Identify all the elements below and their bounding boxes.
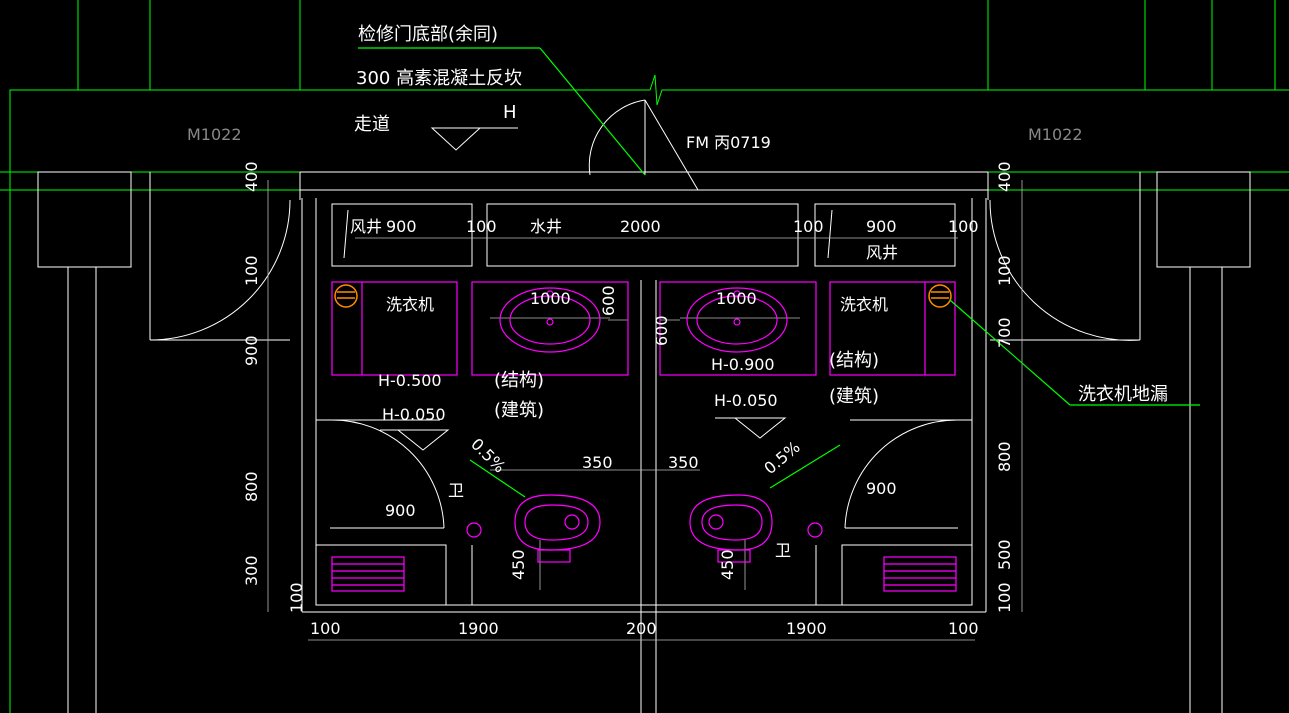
toilet-offset-right: 350: [668, 453, 699, 472]
dim-left-3: 900: [242, 335, 261, 366]
water-shaft-dim: 2000: [620, 217, 661, 236]
washer-left: [331, 281, 458, 376]
room-tag-right: 卫: [775, 541, 791, 560]
toilet-offset-left: 350: [582, 453, 613, 472]
basin-left-dim: 1000: [530, 289, 571, 308]
squat-toilet-left: [514, 494, 601, 563]
dim-bottom-5: 100: [948, 619, 979, 638]
struct-label-right: (结构): [829, 350, 879, 371]
level-arch-right: H-0.050: [714, 391, 778, 410]
arch-label-left: (建筑): [494, 400, 544, 421]
floor-drain-right: [928, 284, 952, 308]
dim-left-4: 800: [242, 471, 261, 502]
washer-right: [829, 281, 956, 376]
basin-left: [471, 281, 629, 376]
fire-door-tag: FM 丙0719: [686, 133, 771, 152]
struct-label-left: (结构): [494, 370, 544, 391]
dim-bottom-4: 1900: [786, 619, 827, 638]
floor-drain-left: [334, 284, 358, 308]
basin-right: [659, 281, 817, 376]
note-inspection-door: 检修门底部(余同): [358, 24, 498, 45]
shaft-left-dim: 900: [386, 217, 417, 236]
note-concrete-curb: 300 高素混凝土反坎: [356, 68, 522, 89]
basin-left-depth: 600: [599, 285, 618, 316]
dim-bottom-3: 200: [626, 619, 657, 638]
dim-right-3: 700: [995, 317, 1014, 348]
dim-right-4: 800: [995, 441, 1014, 472]
dim-bottom-1: 100: [310, 619, 341, 638]
dim-left-5: 300: [242, 555, 261, 586]
fixtures: [331, 281, 957, 592]
dim-left-2: 100: [242, 255, 261, 286]
basin-right-depth: 600: [652, 315, 671, 346]
toilet-depth-left: 450: [509, 549, 528, 580]
level-arch-left: H-0.050: [382, 405, 446, 424]
shaft-left-label: 风井: [350, 217, 382, 236]
shaft-right-gap-left: 100: [793, 217, 824, 236]
basin-right-dim: 1000: [716, 289, 757, 308]
door-tag-left: M1022: [187, 125, 242, 144]
floor-drains: [334, 284, 952, 308]
label-corridor-level: H: [503, 102, 517, 123]
washer-left-label: 洗衣机: [386, 295, 434, 314]
room-tag-left: 卫: [448, 481, 464, 500]
toilet-depth-right: 450: [718, 549, 737, 580]
water-shaft-label: 水井: [530, 217, 562, 236]
dim-bottom-2: 1900: [458, 619, 499, 638]
arch-label-right: (建筑): [829, 386, 879, 407]
level-struct-left: H-0.500: [378, 371, 442, 390]
door-width-left: 900: [385, 501, 416, 520]
shaft-right-label: 风井: [866, 243, 898, 262]
door-width-right: 900: [866, 479, 897, 498]
vent-pipes: [466, 522, 823, 538]
door-tag-right: M1022: [1028, 125, 1083, 144]
label-washer-drain: 洗衣机地漏: [1078, 384, 1168, 405]
shaft-left-gap: 100: [466, 217, 497, 236]
dim-right-6: 100: [995, 582, 1014, 613]
dim-right-2: 100: [995, 255, 1014, 286]
dim-right-5: 500: [995, 539, 1014, 570]
dim-left-6: 100: [287, 582, 306, 613]
washer-right-label: 洗衣机: [840, 295, 888, 314]
leader-lines: [358, 47, 1200, 498]
level-struct-right: H-0.900: [711, 355, 775, 374]
shaft-right-dim: 900: [866, 217, 897, 236]
label-corridor: 走道: [354, 114, 390, 135]
squat-toilet-right: [689, 494, 773, 563]
walls: [37, 99, 1251, 713]
dim-left-1: 400: [242, 161, 261, 192]
dim-right-1: 400: [995, 161, 1014, 192]
shaft-right-gap-right: 100: [948, 217, 979, 236]
